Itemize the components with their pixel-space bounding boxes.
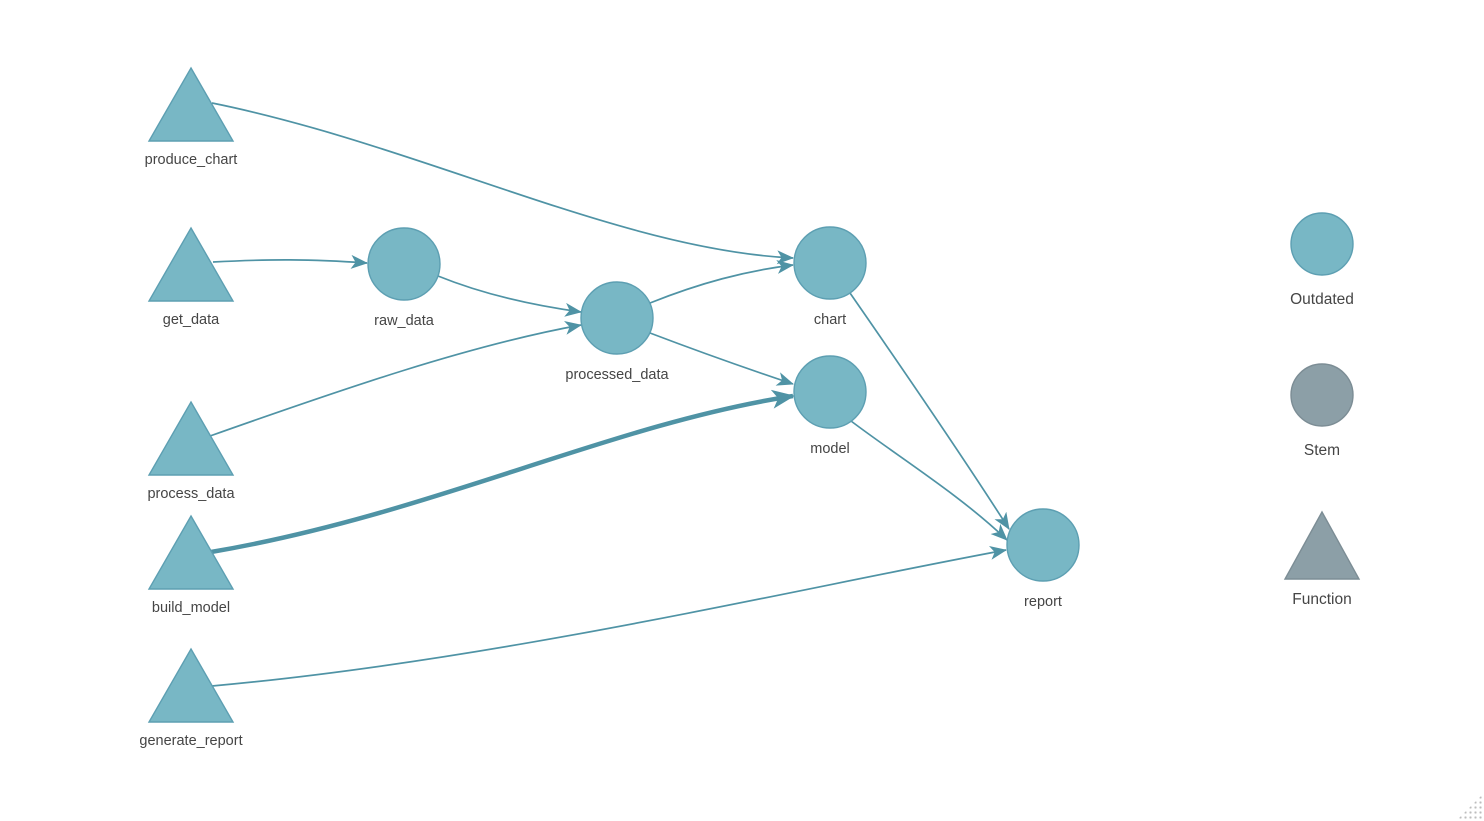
node-label-report: report: [1024, 594, 1062, 610]
node-processed_data[interactable]: processed_data: [565, 281, 670, 383]
edge-processed_data-to-model: [649, 332, 794, 386]
node-build_model[interactable]: build_model: [147, 514, 235, 616]
function-triangle-icon: [147, 66, 235, 142]
legend-label-stem: Stem: [1304, 442, 1340, 459]
node-label-model: model: [810, 441, 850, 457]
legend-outdated-circle-icon: [1290, 212, 1354, 276]
edge-get_data-to-raw_data: [212, 254, 368, 269]
node-get_data[interactable]: get_data: [147, 226, 235, 328]
legend-item-function: Function: [1283, 510, 1361, 608]
stem-circle-icon: [793, 226, 867, 300]
edge-processed_data-to-chart: [649, 260, 794, 304]
node-label-raw_data: raw_data: [374, 313, 435, 329]
legend-label-function: Function: [1292, 591, 1351, 608]
node-label-chart: chart: [814, 312, 846, 328]
legend-label-outdated: Outdated: [1290, 291, 1354, 308]
legend-item-stem: Stem: [1290, 363, 1354, 459]
edge-process_data-to-processed_data: [209, 320, 582, 437]
function-triangle-icon: [147, 514, 235, 590]
node-label-get_data: get_data: [163, 312, 220, 328]
edge-model-to-report: [850, 420, 1008, 541]
edge-generate_report-to-report: [211, 546, 1007, 687]
function-triangle-icon: [147, 647, 235, 723]
node-model[interactable]: model: [793, 355, 867, 457]
node-label-process_data: process_data: [147, 486, 235, 502]
function-triangle-icon: [147, 226, 235, 302]
node-label-generate_report: generate_report: [139, 733, 242, 749]
node-generate_report[interactable]: generate_report: [139, 647, 243, 749]
legend-stem-circle-icon: [1290, 363, 1354, 427]
edges-layer: [209, 102, 1010, 687]
edge-produce_chart-to-chart: [211, 102, 794, 265]
legend-item-outdated: Outdated: [1290, 212, 1354, 308]
node-produce_chart[interactable]: produce_chart: [145, 66, 238, 168]
stem-circle-icon: [793, 355, 867, 429]
nodes-layer: produce_chart get_data raw_data process_dat…: [139, 66, 1080, 749]
node-label-produce_chart: produce_chart: [145, 152, 238, 168]
function-triangle-icon: [147, 400, 235, 476]
edge-raw_data-to-processed_data: [437, 275, 582, 317]
node-chart[interactable]: chart: [793, 226, 867, 328]
legend-function-triangle-icon: [1283, 510, 1361, 580]
stem-circle-icon: [580, 281, 654, 355]
edge-build_model-to-model: [210, 389, 795, 555]
edge-chart-to-report: [849, 292, 1010, 530]
node-raw_data[interactable]: raw_data: [367, 227, 441, 329]
stem-circle-icon: [1006, 508, 1080, 582]
node-label-processed_data: processed_data: [565, 367, 669, 383]
node-process_data[interactable]: process_data: [147, 400, 235, 502]
stem-circle-icon: [367, 227, 441, 301]
node-label-build_model: build_model: [152, 600, 230, 616]
node-report[interactable]: report: [1006, 508, 1080, 610]
